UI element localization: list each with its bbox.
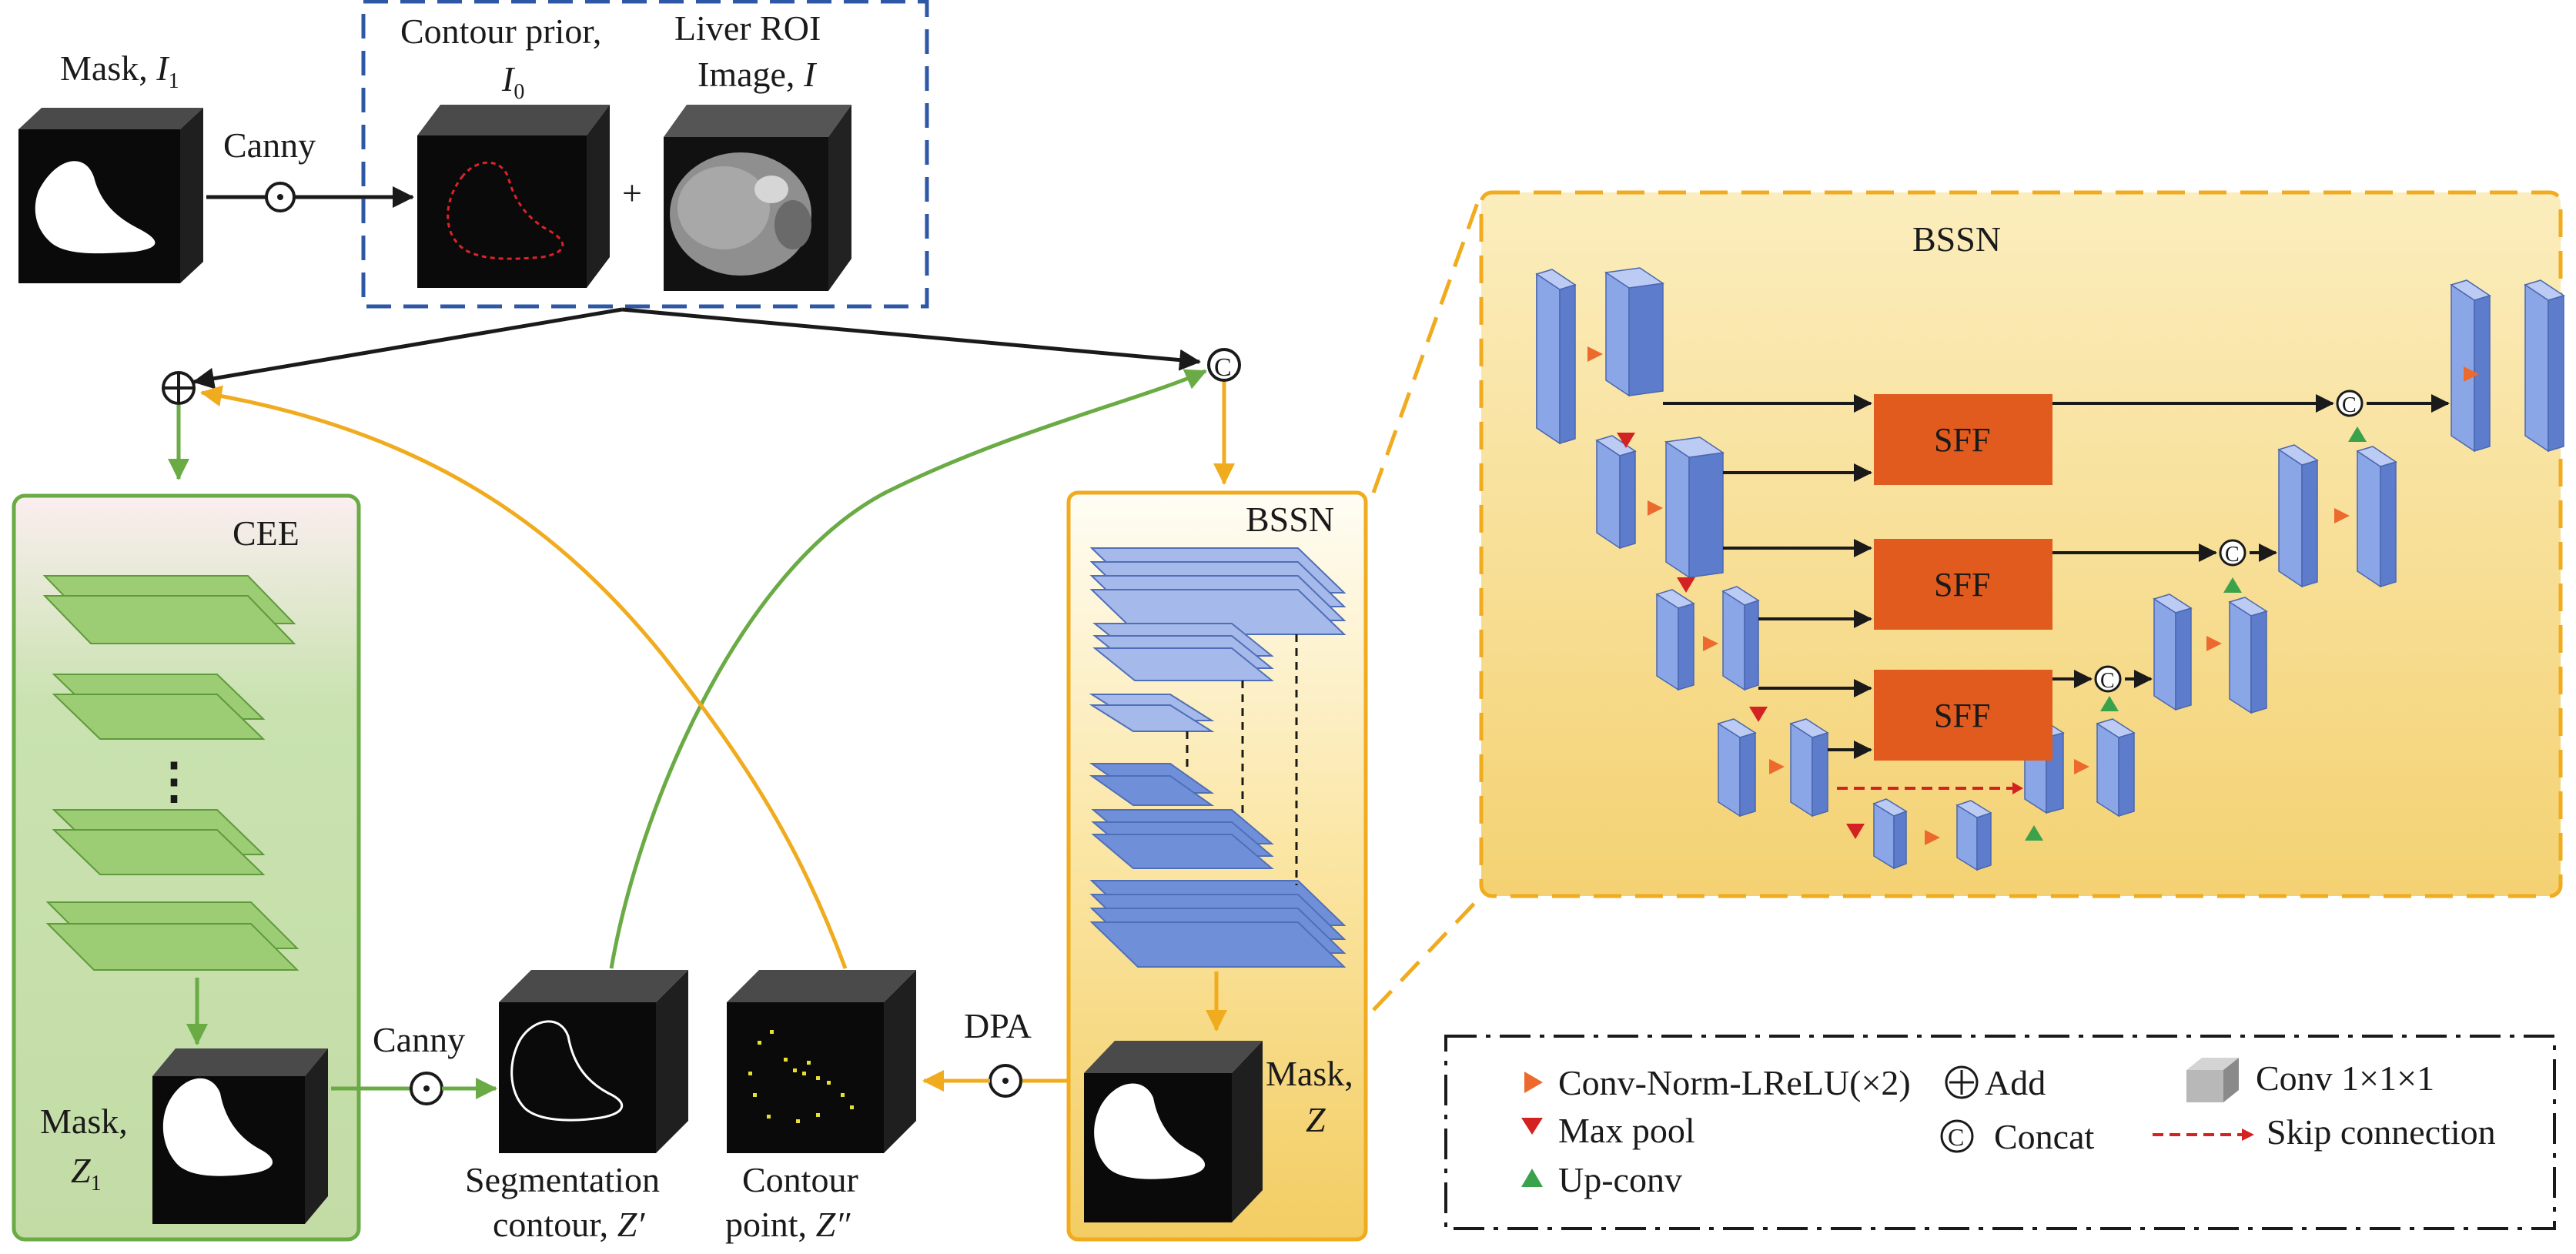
- cee-ellipsis: ⋮: [149, 754, 199, 808]
- cee-layer-stack-2: [52, 674, 266, 740]
- canny-top-label: Canny: [223, 125, 316, 165]
- sff-label-1: SFF: [1934, 421, 1990, 459]
- legend-skip-head: [2242, 1129, 2254, 1141]
- mask-i1-label: Mask, I1: [60, 48, 179, 93]
- segmentation-contour-cube: [499, 970, 688, 1153]
- bssn-big-concats: C C C: [2094, 390, 2364, 693]
- legend-upconv-icon: [1521, 1169, 1543, 1187]
- svg-text:C: C: [2225, 543, 2240, 567]
- legend-conv111-label: Conv 1×1×1: [2256, 1058, 2434, 1098]
- liver-roi-label: Liver ROI: [674, 8, 821, 48]
- mask-z-var: Z: [1306, 1100, 1326, 1139]
- zoom-line-top: [1371, 192, 1484, 493]
- contour-point-label: Contour: [742, 1160, 858, 1199]
- seg-contour-var: contour, Z′: [493, 1205, 645, 1244]
- svg-text:C: C: [2100, 669, 2115, 693]
- sff-box-3: [1874, 670, 2052, 761]
- mask-i1-cube: [18, 108, 203, 283]
- cee-layer-stack-3: [52, 809, 266, 875]
- mask-z-label: Mask,: [1266, 1054, 1353, 1093]
- legend-conv111-icon: [2186, 1058, 2239, 1102]
- mask-z1-var: Z1: [71, 1151, 102, 1195]
- bssn-big-arrows: [1663, 394, 2450, 759]
- cee-layer-stack-1: [42, 575, 296, 644]
- bssn-small-layers: [1089, 547, 1347, 968]
- maxpool-triangles: [1617, 433, 1865, 839]
- contour-prior-cube: [417, 105, 610, 288]
- mask-z-cube: [1084, 1041, 1263, 1222]
- legend-conv-label: Conv-Norm-LReLU(×2): [1558, 1063, 1911, 1102]
- upconv-triangles: [2025, 426, 2367, 841]
- sff-box-1: [1874, 394, 2052, 485]
- odot-bottom-left-dot: [423, 1085, 430, 1092]
- bssn-big-title: BSSN: [1912, 219, 2001, 259]
- contour-prior-label: Contour prior,: [400, 12, 601, 51]
- mask-z1-cube: [152, 1048, 328, 1224]
- liver-roi-image-label: Image, I: [698, 55, 818, 94]
- legend-conv-icon: [1524, 1072, 1543, 1093]
- seg-contour-label: Segmentation: [465, 1160, 660, 1199]
- conv-triangles: [1587, 346, 2479, 845]
- odot-top-dot: [277, 194, 283, 200]
- plus-sign: +: [622, 173, 642, 212]
- mask-z1-label: Mask,: [40, 1102, 128, 1141]
- input-dashed-box: [361, 0, 929, 309]
- cee-layer-stack-4: [45, 901, 299, 971]
- sff-label-2: SFF: [1934, 566, 1990, 604]
- legend-upconv-label: Up-conv: [1558, 1160, 1682, 1199]
- box-to-add-arrow: [192, 307, 623, 390]
- box-to-concat-arrow: [621, 307, 1201, 371]
- legend-concat-letter: C: [1948, 1123, 1964, 1151]
- contour-prior-var: I0: [501, 59, 524, 104]
- contour-point-cube: [727, 970, 916, 1153]
- concat-main-letter: C: [1214, 353, 1232, 382]
- legend-maxpool-icon: [1521, 1118, 1543, 1135]
- seg-contour-to-concat-curve: [609, 369, 1207, 969]
- legend-concat-label: Concat: [1994, 1117, 2095, 1156]
- legend-skip-label: Skip connection: [2267, 1112, 2496, 1152]
- bssn-small-title: BSSN: [1246, 500, 1334, 539]
- liver-roi-cube: [664, 105, 851, 291]
- contour-point-var: point, Z″: [725, 1205, 851, 1244]
- sff-box-2: [1874, 539, 2052, 630]
- bssn-big-skip-head: [2012, 782, 2023, 794]
- sff-label-3: SFF: [1934, 697, 1990, 734]
- bssn-small-skips: [1186, 634, 1298, 885]
- odot-dpa-dot: [1002, 1078, 1009, 1084]
- dpa-label: DPA: [964, 1006, 1032, 1045]
- legend-maxpool-label: Max pool: [1558, 1111, 1695, 1150]
- contour-point-to-add-curve: [200, 385, 848, 969]
- zoom-line-bottom: [1372, 895, 1483, 1012]
- legend-concat-icon: [1940, 1119, 1974, 1153]
- concat-main-icon: [1207, 348, 1241, 382]
- cee-title: CEE: [233, 513, 299, 553]
- bssn-big-blocks: [1535, 267, 2565, 871]
- legend-add-label: Add: [1985, 1063, 2046, 1102]
- canny-bottom-label: Canny: [373, 1020, 465, 1059]
- svg-text:C: C: [2342, 393, 2357, 417]
- legend-box: [1444, 1035, 2556, 1230]
